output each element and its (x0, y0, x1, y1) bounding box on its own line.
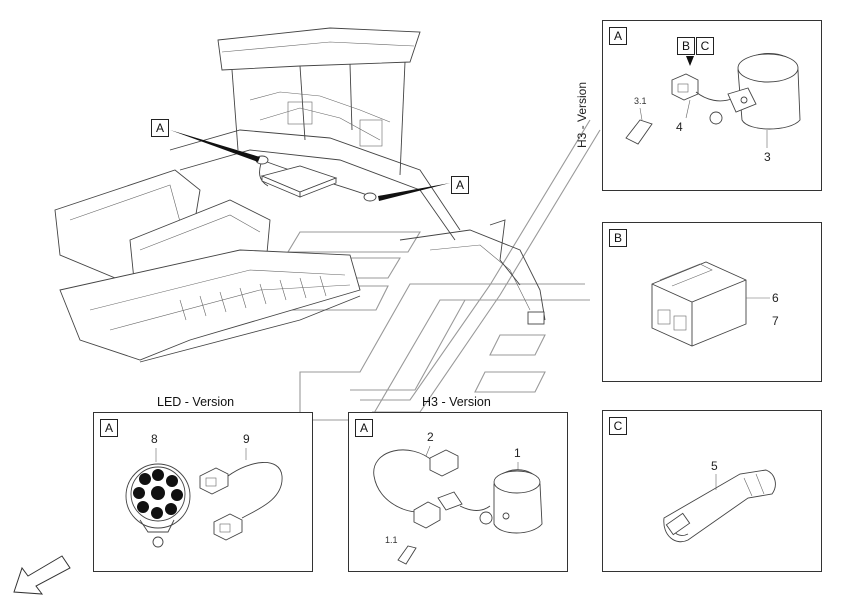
part-number-4: 4 (676, 120, 683, 134)
part-number-1-1: 1.1 (385, 535, 398, 545)
h3-panel-title: H3 - Version (422, 395, 491, 409)
panel-tag-a: A (609, 27, 627, 45)
part-number-3-1: 3.1 (634, 96, 647, 106)
part-number-5: 5 (711, 459, 718, 473)
tag-b: B (677, 37, 695, 55)
callout-a-left: A (151, 119, 169, 137)
part-number-2: 2 (427, 430, 434, 444)
tag-c: C (696, 37, 714, 55)
panel-tag-c: C (609, 417, 627, 435)
panel-tag-a-led: A (100, 419, 118, 437)
part-number-9: 9 (243, 432, 250, 446)
panel-tag-b: B (609, 229, 627, 247)
part-number-8: 8 (151, 432, 158, 446)
led-panel-title: LED - Version (157, 395, 235, 409)
part-number-7: 7 (772, 314, 779, 328)
part-number-1: 1 (514, 446, 521, 460)
part-number-3: 3 (764, 150, 771, 164)
callout-a-right: A (451, 176, 469, 194)
part-number-6: 6 (772, 291, 779, 305)
panel-tag-a-h3: A (355, 419, 373, 437)
